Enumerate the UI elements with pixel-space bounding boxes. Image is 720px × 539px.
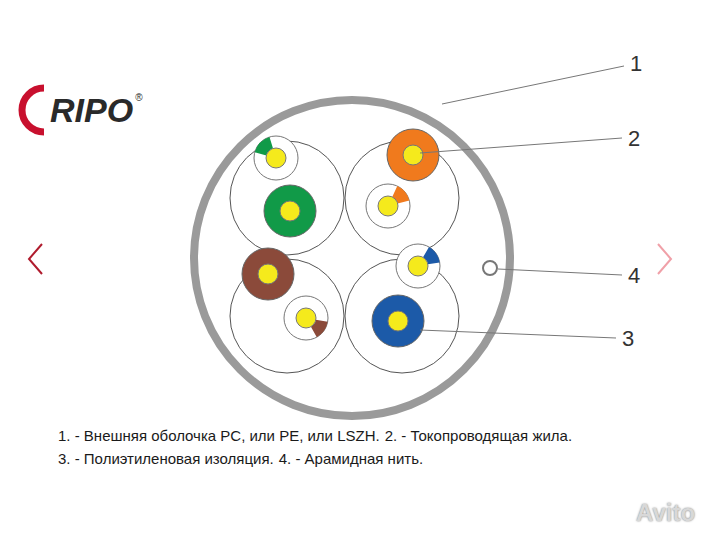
caption-line: 2. - Токопроводящая жила. (385, 428, 572, 445)
conductor-cores (258, 145, 428, 331)
leader-lines (420, 66, 624, 338)
callout-number: 1 (630, 52, 642, 76)
solid-conductors (242, 129, 439, 347)
caption-line: 1. - Внешняя оболочка PC, или PE, или LS… (58, 428, 380, 445)
callout-number: 3 (622, 327, 634, 351)
caption-line: 3. - Полиэтиленовая изоляция. (58, 451, 274, 468)
prev-chevron (29, 244, 42, 274)
outer-sheath (194, 100, 510, 416)
brand-logo: RIPO (50, 92, 133, 129)
watermark: Avito (636, 500, 695, 526)
logo-mark (22, 88, 44, 132)
striped-conductors (254, 136, 440, 340)
callout-number: 4 (628, 264, 640, 288)
callout-number: 2 (628, 127, 640, 151)
aramid-thread (483, 261, 497, 275)
next-chevron (658, 244, 671, 274)
caption-line: 4. - Арамидная нить. (279, 451, 423, 468)
registered-mark: ® (135, 92, 142, 103)
